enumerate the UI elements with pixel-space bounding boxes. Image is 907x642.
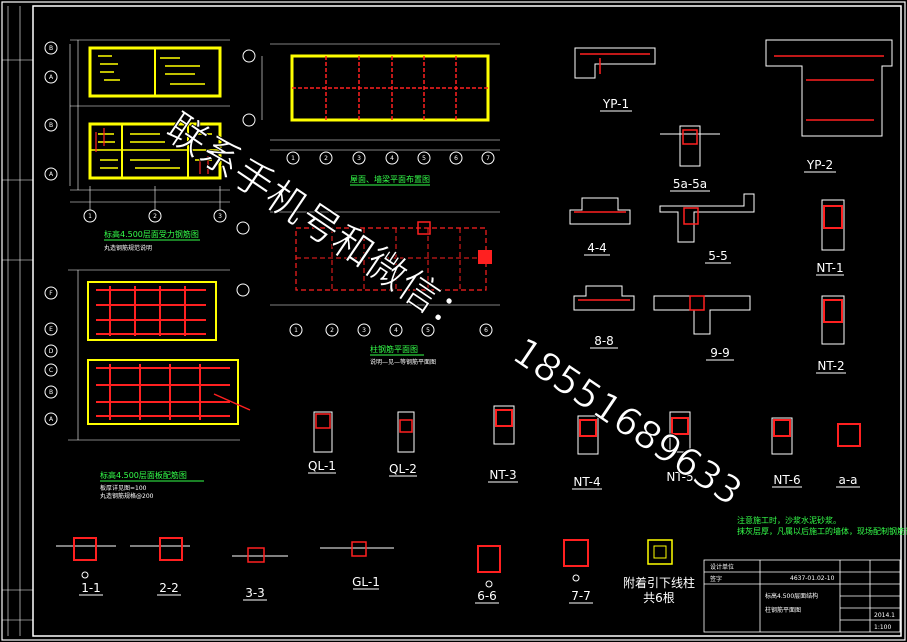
grid-bubble-label: A	[49, 416, 54, 423]
grid-bubble-label: 3	[362, 327, 366, 334]
binding-strip	[2, 6, 33, 636]
note-line-2: 抹灰层厚，凡属以后施工的墙体，现场配制钢筋详见11G329-1.3.	[737, 526, 907, 536]
section-label: 2-2	[159, 581, 179, 595]
section-label: YP-2	[806, 158, 833, 172]
beam-grid-bubbles: 1 2 3 4 5 6 7	[242, 49, 495, 165]
floor-plan-note-2: 丸造钢筋规格@200	[100, 492, 154, 500]
section-label: 8-8	[594, 334, 614, 348]
pile-label-1: 附着引下线柱	[623, 575, 695, 590]
watermark-line-1: 联系手机号和微信：	[157, 105, 481, 344]
section-label: NT-2	[817, 359, 844, 373]
title-block-company: 设计单位	[710, 563, 734, 571]
grid-bubble-label: 6	[454, 155, 458, 162]
title-block-drawing-no: 4637-01.02-10	[790, 575, 835, 582]
grid-bubble-label: 6	[484, 327, 488, 334]
section-details	[56, 39, 893, 588]
section-label: 7-7	[571, 589, 591, 603]
section-label: QL-1	[308, 459, 336, 473]
title-block	[703, 559, 901, 633]
grid-bubble-label: B	[49, 389, 53, 396]
section-label: GL-1	[352, 575, 380, 589]
grid-bubble-label: E	[49, 326, 53, 333]
section-label: 9-9	[710, 346, 730, 360]
grid-bubble-label: B	[49, 122, 53, 129]
grid-bubble-label: D	[49, 348, 54, 355]
title-block-stamp: 签字	[710, 575, 722, 583]
title-block-project: 标高4.500层面结构	[765, 592, 818, 600]
roof-plan-note: 丸造钢筋规范说明	[104, 244, 152, 252]
grid-bubble-label: F	[49, 290, 53, 297]
grid-bubble-label: 4	[394, 327, 398, 334]
section-label: 5a-5a	[673, 177, 707, 191]
roof-plan-title: 标高4.500层面受力钢筋图	[104, 229, 199, 239]
section-label: QL-2	[389, 462, 417, 476]
grid-bubble-label: 1	[88, 213, 92, 220]
grid-bubble-label: 1	[294, 327, 298, 334]
title-block-scale: 1:100	[874, 624, 891, 631]
section-label: NT-5	[666, 470, 693, 484]
grid-bubble-label: 7	[486, 155, 490, 162]
section-label: YP-1	[602, 97, 629, 111]
beam-plan-title: 屋面、墙梁平面布置图	[350, 174, 430, 184]
grid-bubble-label: 2	[324, 155, 328, 162]
grid-bubble-label: 2	[153, 213, 157, 220]
roof-rebar-plan	[69, 39, 230, 210]
grid-bubble-label: 3	[218, 213, 222, 220]
title-block-date: 2014.1	[874, 612, 895, 619]
grid-bubble-label: C	[49, 367, 53, 374]
grid-bubble-label: 2	[330, 327, 334, 334]
watermark: 联系手机号和微信：	[157, 105, 482, 345]
section-label: NT-4	[573, 475, 600, 489]
section-label: NT-3	[489, 468, 516, 482]
column-plan-title: 柱钢筋平面图	[370, 344, 418, 354]
title-block-drawing-name: 柱钢筋平面图	[765, 606, 801, 614]
section-labels: YP-1 YP-2 5a-5a 4-4 5-5 NT-1 8-8 9-9 NT-…	[79, 97, 860, 604]
beam-plan	[261, 43, 500, 151]
column-plan	[270, 211, 500, 306]
section-label: 5-5	[708, 249, 728, 263]
section-label: a-a	[838, 473, 857, 487]
column-grid-bubbles: 1 2 3 4 5 6	[236, 221, 493, 337]
grid-bubble-label: B	[49, 45, 53, 52]
roof-grid-bubbles: B A B A 1 2 3	[44, 41, 227, 223]
column-plan-note: 说明—见—等钢筋平面图	[370, 358, 436, 366]
section-label: 4-4	[587, 241, 607, 255]
section-label: 6-6	[477, 589, 497, 603]
section-label: NT-1	[816, 261, 843, 275]
floor-plan-note-1: 板厚详见图=100	[100, 484, 147, 492]
grid-bubble-label: 4	[390, 155, 394, 162]
floor-plan-title: 标高4.500层面板配筋图	[100, 470, 187, 480]
grid-bubble-label: A	[49, 74, 54, 81]
drawing-frame	[32, 5, 902, 637]
pile-label-2: 共6根	[643, 591, 675, 605]
floor-grid-bubbles: F E D C B A	[44, 286, 58, 426]
note-line-1: 注意施工时，沙浆水泥砂浆。	[737, 515, 841, 525]
section-label: 1-1	[81, 581, 101, 595]
grid-bubble-label: 5	[422, 155, 426, 162]
section-label: 3-3	[245, 586, 265, 600]
grid-bubble-label: A	[49, 171, 54, 178]
grid-bubble-label: 1	[291, 155, 295, 162]
floor-rebar-plan	[68, 269, 251, 441]
grid-bubble-label: 3	[357, 155, 361, 162]
grid-bubble-label: 5	[426, 327, 430, 334]
section-label: NT-6	[773, 473, 800, 487]
